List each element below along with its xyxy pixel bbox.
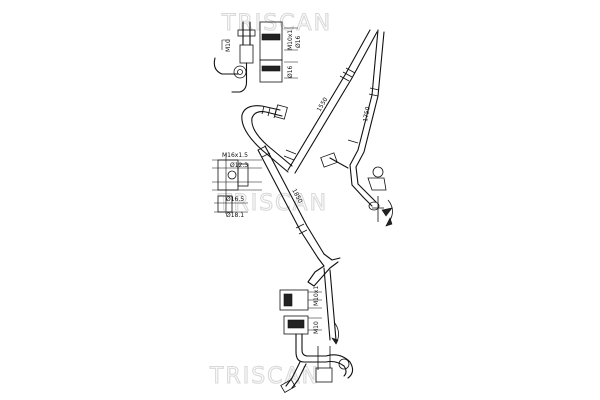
dim-bottom-a: M10x1 [313, 286, 320, 306]
watermark-top: TRISCAN [221, 11, 332, 36]
dim-top-fitting-b: Ø16 [295, 35, 302, 48]
top-fitting-detail: M10 M10x1 Ø16 Ø16 [213, 21, 302, 93]
watermark-bottom: TRISCAN [209, 364, 320, 389]
dim-top-fitting-c: M10 [225, 39, 232, 52]
dim-top-fitting-a: M10x1 [287, 30, 294, 50]
dim-mid-left-a: M16x1.5 [222, 152, 248, 159]
dim-mid-left-b: Ø12.3 [230, 162, 248, 169]
dim-top-fitting-b2: Ø16 [287, 65, 294, 78]
dim-pipe-len-2: 1750 [362, 106, 372, 122]
dim-mid-left-d: Ø18.1 [226, 212, 244, 219]
dim-mid-left-c: Ø16.5 [226, 196, 244, 203]
right-fitting [320, 152, 393, 227]
mid-left-fitting-detail: M16x1.5 Ø12.3 Ø16.5 Ø18.1 [212, 152, 262, 219]
bottom-fitting-detail: M10x1 M10 [279, 267, 354, 394]
dim-bottom-b: M10 [313, 321, 320, 334]
